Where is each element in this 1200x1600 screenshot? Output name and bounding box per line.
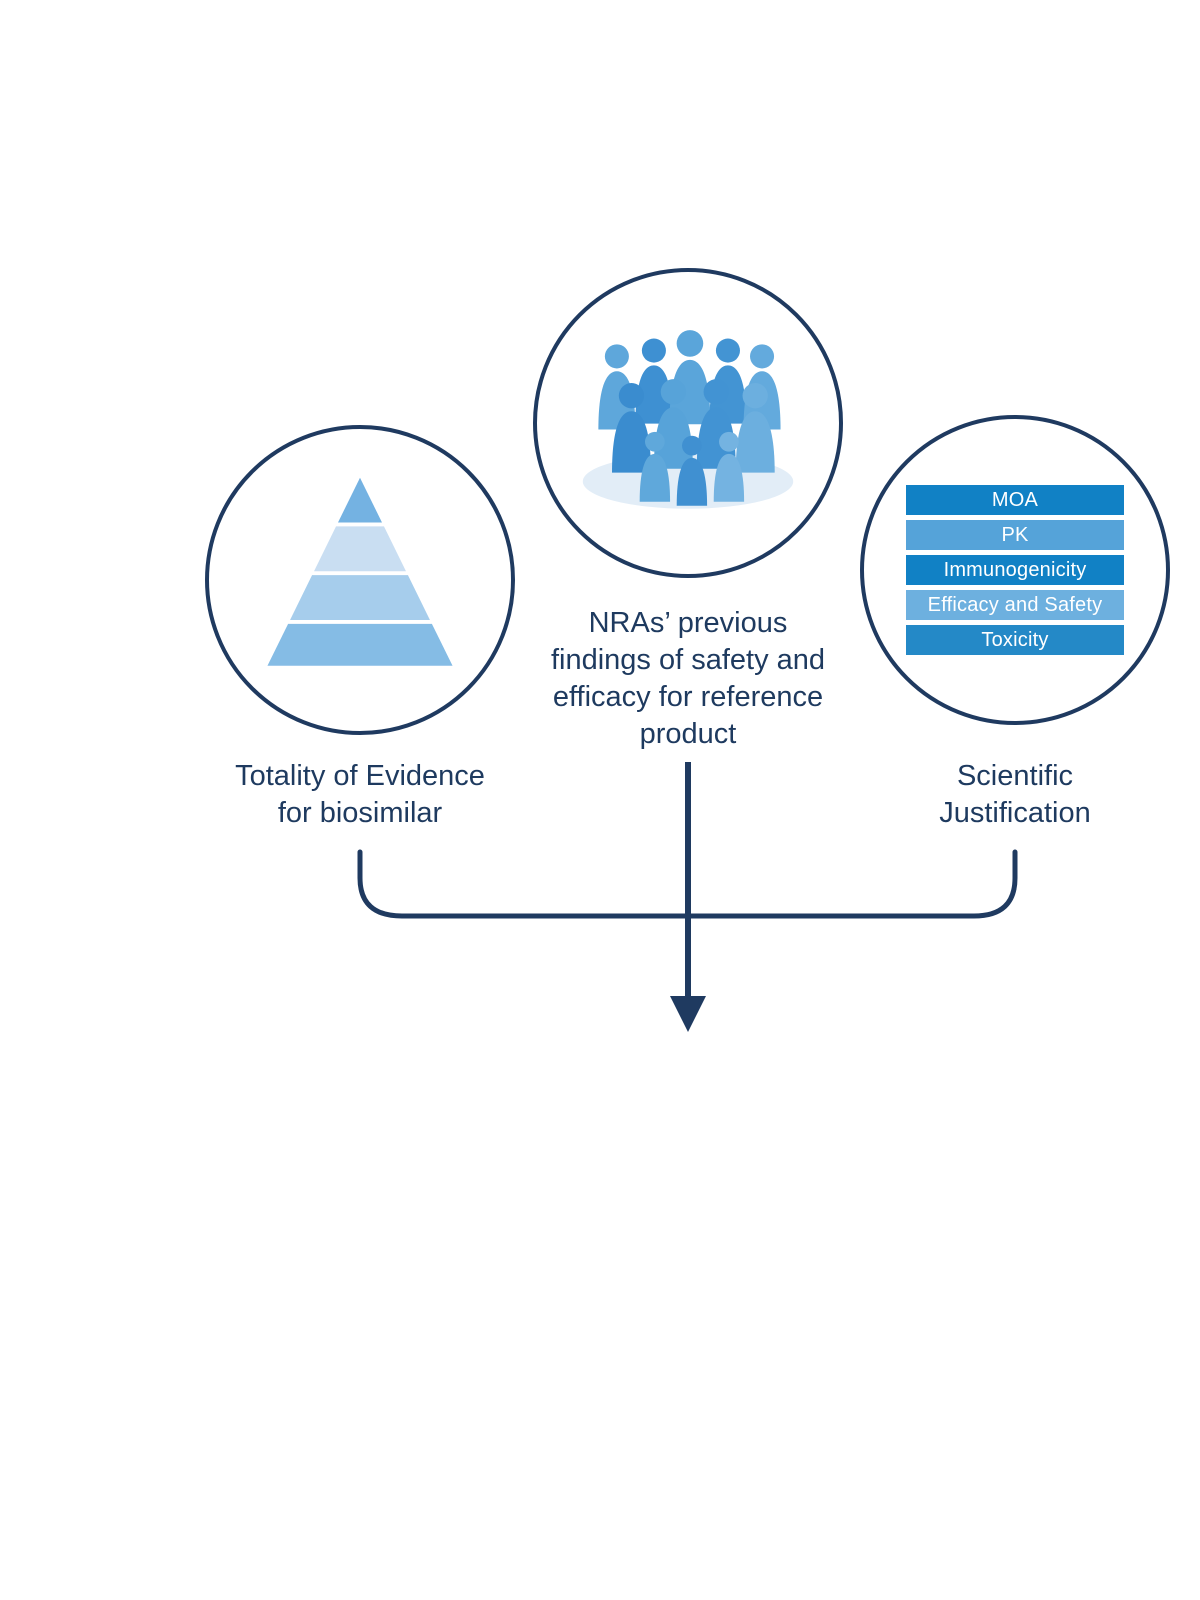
population-circle [533,268,843,578]
evidence-pyramid-icon [267,477,453,666]
scientific-justification-circle: MOA PK Immunogenicity Efficacy and Safet… [860,415,1170,725]
middle-caption-line: efficacy for reference [552,681,824,714]
right-caption: Scientific Justification [835,758,1195,832]
middle-caption-line: NRAs’ previous [588,607,788,639]
left-caption-line: for biosimilar [277,797,443,830]
justification-bars: MOA PK Immunogenicity Efficacy and Safet… [906,485,1124,655]
down-arrow-head-icon [670,996,706,1032]
pyramid-tier-2 [314,526,406,572]
merge-bracket [357,849,1018,919]
bar-immunogenicity: Immunogenicity [906,555,1124,585]
pyramid-tier-4 [267,623,453,666]
right-caption-line: Scientific [956,760,1074,792]
bar-pk: PK [906,520,1124,550]
left-caption: Totality of Evidence for biosimilar [180,758,540,832]
left-caption-line: Totality of Evidence [235,760,485,792]
middle-caption-line: product [639,718,737,751]
middle-caption-line: findings of safety and [550,644,826,677]
pyramid-tier-3 [290,575,430,620]
people-group-illustration [582,330,794,509]
totality-of-evidence-circle [205,425,515,735]
middle-caption: NRAs’ previous findings of safety and ef… [508,605,868,753]
right-caption-line: Justification [939,797,1091,830]
bar-toxicity: Toxicity [906,625,1124,655]
bar-efficacy-safety: Efficacy and Safety [906,590,1124,620]
bar-moa: MOA [906,485,1124,515]
pyramid-tier-1 [337,477,383,523]
